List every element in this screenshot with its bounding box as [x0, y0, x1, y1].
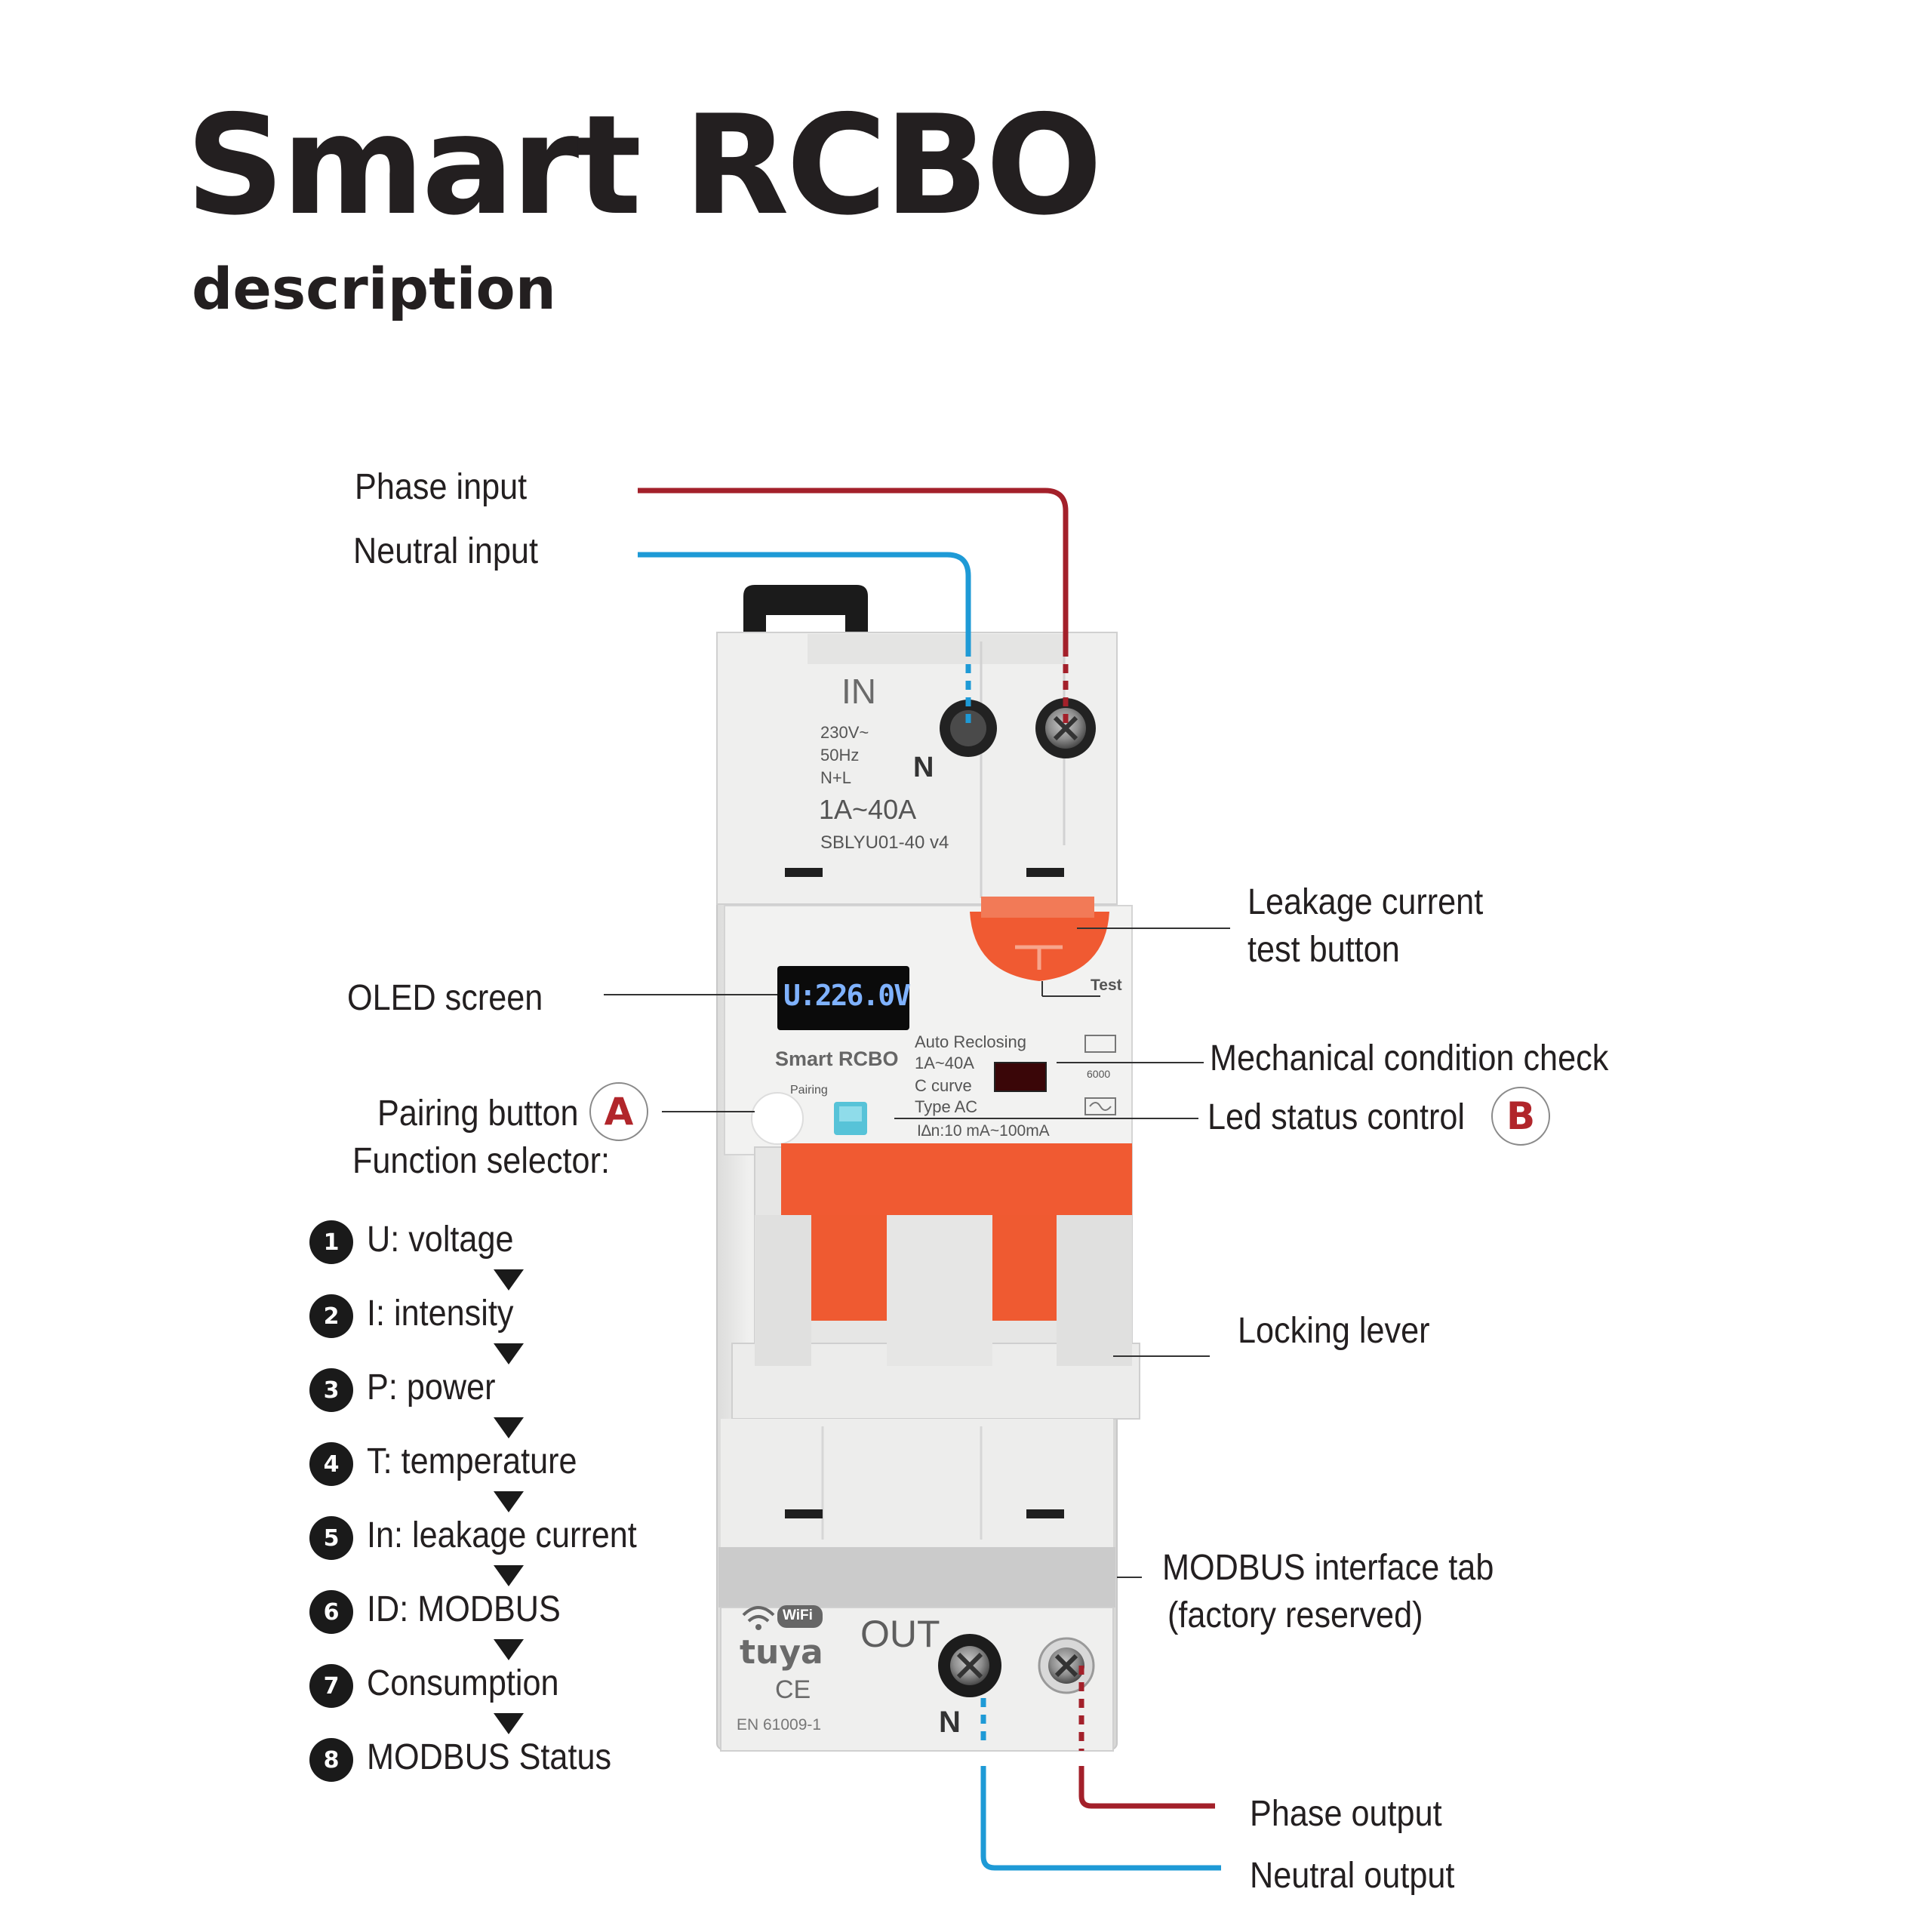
locking-lever[interactable] [755, 1143, 1132, 1366]
function-number-6: 6 [309, 1590, 353, 1634]
neutral-output-wire [980, 1698, 1221, 1871]
spec-poles: N+L [820, 768, 851, 787]
leakage-test-label-line1: Leakage current [1247, 882, 1484, 922]
pairing-button-label: Pairing button [377, 1094, 579, 1134]
modbus-tab-label-line1: MODBUS interface tab [1162, 1548, 1494, 1588]
rating-box-label: 6000 [1087, 1068, 1111, 1080]
function-item-modbus-status: MODBUS Status [367, 1737, 612, 1777]
neutral-top-label: N [913, 752, 934, 783]
spec-leakage: I∆n:10 mA~100mA [917, 1122, 1050, 1140]
mechanical-check-label: Mechanical condition check [1210, 1038, 1609, 1078]
spec-range: 1A~40A [915, 1054, 974, 1072]
model-label: SBLYU01-40 v4 [820, 832, 949, 853]
ac-symbol-icon [1084, 1097, 1116, 1115]
spec-type: Type AC [915, 1097, 978, 1116]
in-label: IN [841, 672, 876, 711]
badge-b: B [1491, 1087, 1550, 1146]
spec-curve: C curve [915, 1076, 972, 1095]
selector-arrow-icon [494, 1565, 524, 1586]
pairing-label: Pairing [790, 1084, 828, 1097]
function-item-modbus-id: ID: MODBUS [367, 1589, 561, 1629]
function-number-4: 4 [309, 1442, 353, 1486]
modbus-tab-label-line2: (factory reserved) [1168, 1595, 1423, 1635]
tuya-logo: tuya [740, 1633, 823, 1672]
function-item-power: P: power [367, 1367, 496, 1407]
neutral-bottom-label: N [939, 1706, 961, 1739]
standard-label: EN 61009-1 [737, 1716, 822, 1734]
mounting-tab [743, 585, 868, 664]
function-number-2: 2 [309, 1294, 353, 1338]
oled-readout: U:226.0V [783, 979, 911, 1012]
oled-screen-label: OLED screen [347, 978, 543, 1018]
function-item-voltage: U: voltage [367, 1220, 514, 1260]
badge-a: A [589, 1082, 648, 1141]
wifi-icon [742, 1606, 775, 1630]
page-subtitle: description [192, 255, 556, 322]
function-number-3: 3 [309, 1368, 353, 1412]
ce-mark: CE [775, 1675, 811, 1704]
leakage-test-button[interactable] [970, 897, 1109, 981]
function-number-7: 7 [309, 1664, 353, 1708]
wifi-badge [777, 1605, 823, 1628]
neutral-output-label: Neutral output [1250, 1856, 1455, 1896]
mechanical-indicator-window [994, 1062, 1047, 1092]
oled-screen [777, 966, 909, 1030]
leakage-test-label-line2: test button [1247, 930, 1400, 970]
selector-arrow-icon [494, 1343, 524, 1364]
phase-output-label: Phase output [1250, 1794, 1442, 1834]
phase-output-wire [1078, 1666, 1215, 1809]
spec-frequency: 50Hz [820, 746, 860, 764]
function-item-leakage-current: In: leakage current [367, 1515, 637, 1555]
locking-lever-label: Locking lever [1238, 1311, 1430, 1351]
screw-terminal-icon [940, 698, 1096, 758]
selector-arrow-icon [494, 1491, 524, 1512]
function-item-consumption: Consumption [367, 1663, 559, 1703]
function-item-temperature: T: temperature [367, 1441, 577, 1481]
wifi-badge-text: WiFi [783, 1607, 813, 1623]
rating-label: 1A~40A [819, 794, 917, 825]
led-status-label: Led status control [1208, 1097, 1466, 1137]
out-label: OUT [860, 1613, 940, 1655]
selector-arrow-icon [494, 1639, 524, 1660]
function-selector-label: Function selector: [352, 1141, 610, 1181]
test-label: Test [1091, 977, 1122, 994]
symbol-box-icon [1084, 1035, 1116, 1053]
page-title: Smart RCBO [186, 85, 1103, 245]
neutral-input-wire [638, 552, 971, 728]
function-item-intensity: I: intensity [367, 1294, 514, 1334]
function-number-5: 5 [309, 1516, 353, 1560]
brand-label: Smart RCBO [775, 1048, 899, 1070]
function-number-1: 1 [309, 1220, 353, 1264]
selector-arrow-icon [494, 1417, 524, 1438]
neutral-input-label: Neutral input [353, 531, 538, 571]
selector-arrow-icon [494, 1269, 524, 1291]
selector-arrow-icon [494, 1713, 524, 1734]
leader-lines [604, 928, 1230, 1578]
spec-auto-reclosing: Auto Reclosing [915, 1032, 1026, 1051]
pairing-button[interactable] [751, 1092, 804, 1145]
phase-input-label: Phase input [355, 467, 528, 507]
spec-voltage: 230V~ [820, 723, 869, 742]
function-number-8: 8 [309, 1738, 353, 1782]
screw-terminal-icon [938, 1634, 1095, 1697]
phase-input-wire [638, 488, 1069, 728]
